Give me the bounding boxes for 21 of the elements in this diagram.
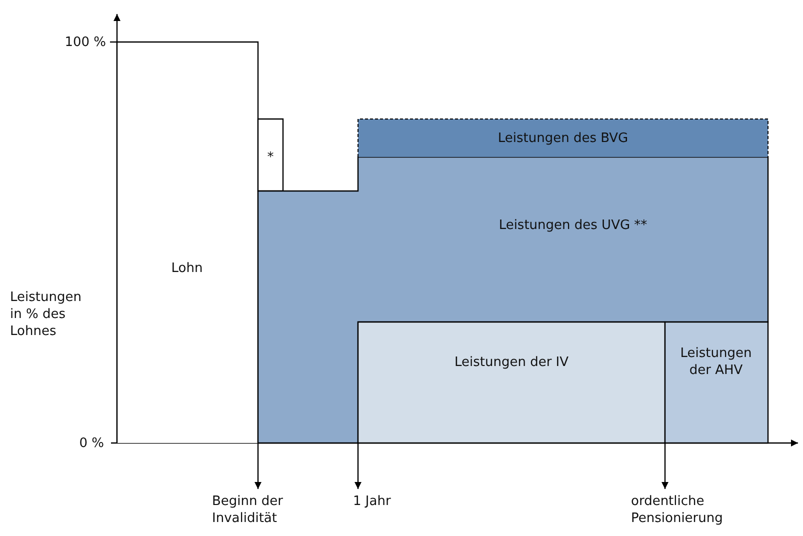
arrow [354,443,362,489]
footnote-mark: * [266,149,275,166]
area-label: Leistungen des UVG ** [498,217,648,234]
benefit-area [358,322,665,443]
area-label: Lohn [170,260,204,277]
axis-tick-label: 100 % [64,34,106,51]
area-label: ordentliche Pensionierung [631,493,724,527]
area-label: 1 Jahr [353,493,392,510]
area-label: Leistungen der AHV [679,345,753,379]
footnote-area [258,119,283,191]
axis-tick-label: 0 % [78,435,104,452]
axis-title: Leistungen in % des Lohnes [10,289,82,340]
benefit-band [358,119,768,157]
arrow [661,443,669,489]
arrow [254,443,262,489]
wage-area [117,42,258,443]
area-label: Leistungen des BVG [496,130,630,147]
benefit-area [258,157,768,443]
area-label: Beginn der Invalidität [212,493,284,527]
area-label: Leistungen der IV [453,354,570,371]
benefit-area [665,322,768,443]
